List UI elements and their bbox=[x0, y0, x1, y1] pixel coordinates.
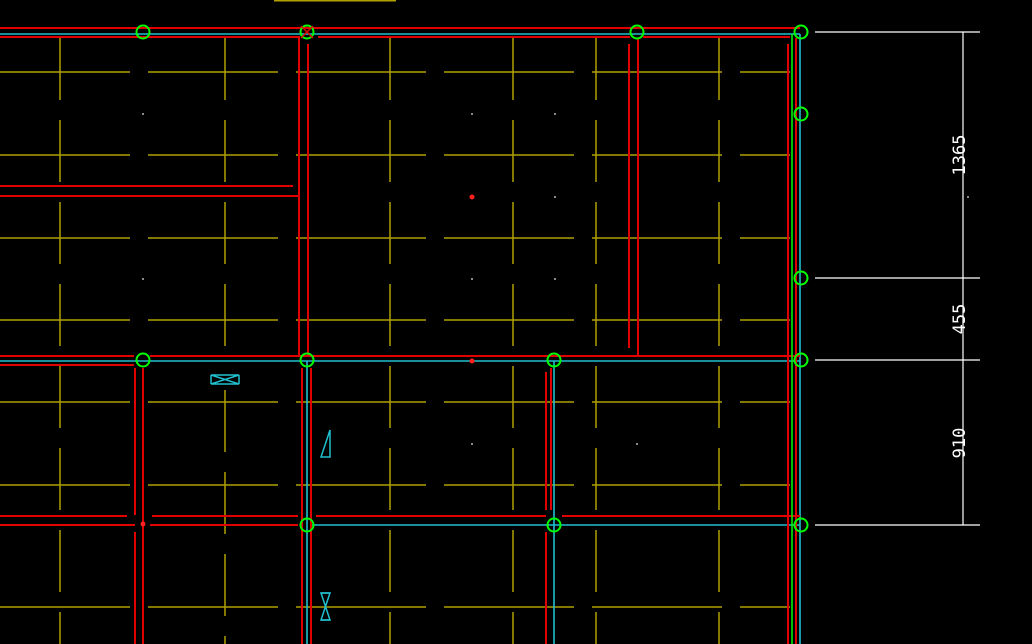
dimension-label-910: 910 bbox=[950, 428, 970, 459]
column-node[interactable] bbox=[299, 517, 315, 533]
column-node[interactable] bbox=[546, 517, 562, 533]
node-cross-marks bbox=[300, 25, 314, 39]
column-node[interactable] bbox=[135, 24, 151, 40]
dimension-lines bbox=[815, 31, 980, 526]
dimension-label-1365: 1365 bbox=[950, 135, 970, 176]
column-node[interactable] bbox=[299, 24, 315, 40]
column-node[interactable] bbox=[299, 352, 315, 368]
red-points bbox=[140, 194, 475, 527]
column-node[interactable] bbox=[793, 106, 809, 122]
column-nodes[interactable] bbox=[135, 24, 809, 533]
column-node[interactable] bbox=[629, 24, 645, 40]
column-node[interactable] bbox=[546, 352, 562, 368]
dimension-label-455: 455 bbox=[950, 304, 970, 335]
grid-lines bbox=[0, 38, 790, 644]
door-fixture-mid[interactable] bbox=[319, 429, 331, 458]
column-node[interactable] bbox=[793, 24, 809, 40]
column-node[interactable] bbox=[793, 517, 809, 533]
walls bbox=[0, 27, 800, 644]
window-fixture-top[interactable] bbox=[210, 374, 240, 385]
inner-lines bbox=[0, 33, 801, 644]
grid-dots bbox=[142, 113, 969, 445]
column-node[interactable] bbox=[793, 352, 809, 368]
column-node[interactable] bbox=[793, 270, 809, 286]
column-node[interactable] bbox=[135, 352, 151, 368]
window-fixture-bottom[interactable] bbox=[319, 592, 332, 621]
